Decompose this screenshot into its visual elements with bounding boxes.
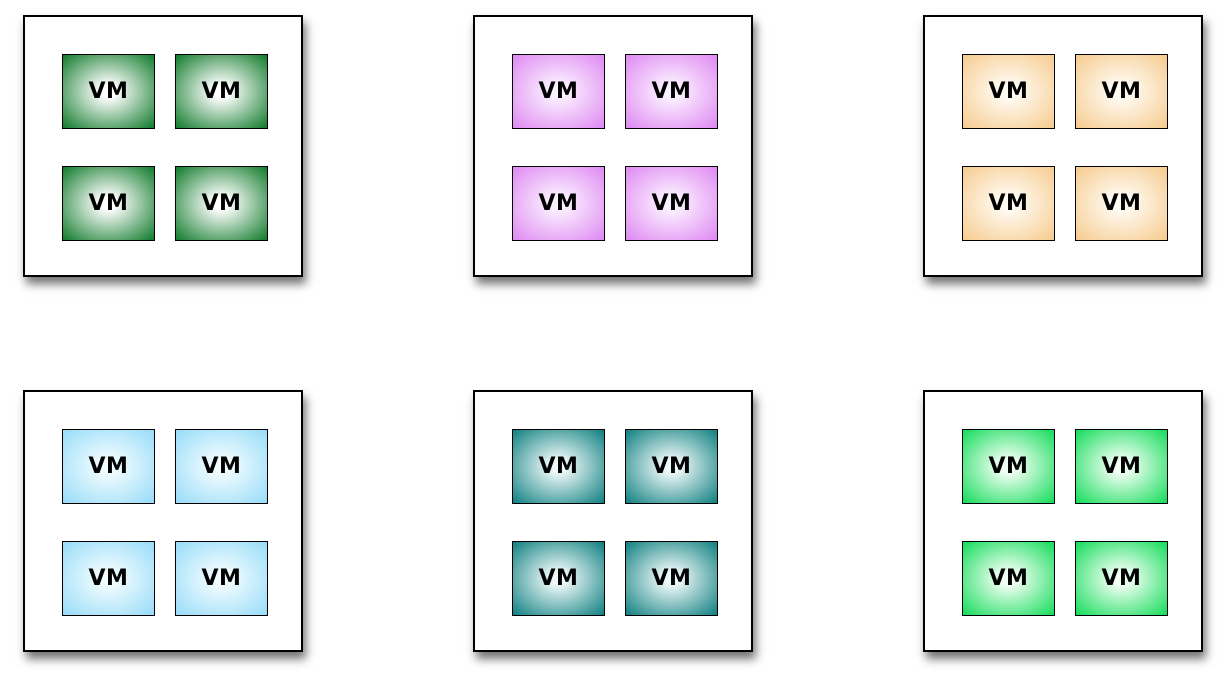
vm-box: VM xyxy=(175,429,268,504)
vm-box: VM xyxy=(625,54,718,129)
vm-box: VM xyxy=(625,429,718,504)
vm-box: VM xyxy=(175,541,268,616)
vm-box: VM xyxy=(1075,166,1168,241)
vm-box: VM xyxy=(962,54,1055,129)
vm-box: VM xyxy=(625,166,718,241)
host-box-3: VM VM VM VM xyxy=(923,15,1203,277)
vm-box: VM xyxy=(512,541,605,616)
vm-box: VM xyxy=(512,429,605,504)
vm-box: VM xyxy=(62,166,155,241)
vm-box: VM xyxy=(62,54,155,129)
vm-box: VM xyxy=(512,54,605,129)
host-box-1: VM VM VM VM xyxy=(23,15,303,277)
vm-box: VM xyxy=(625,541,718,616)
vm-box: VM xyxy=(962,541,1055,616)
host-box-6: VM VM VM VM xyxy=(923,390,1203,652)
host-box-5: VM VM VM VM xyxy=(473,390,753,652)
host-box-4: VM VM VM VM xyxy=(23,390,303,652)
vm-box: VM xyxy=(1075,54,1168,129)
vm-box: VM xyxy=(962,429,1055,504)
vm-box: VM xyxy=(512,166,605,241)
vm-box: VM xyxy=(62,541,155,616)
host-box-2: VM VM VM VM xyxy=(473,15,753,277)
vm-box: VM xyxy=(1075,429,1168,504)
vm-box: VM xyxy=(175,54,268,129)
vm-box: VM xyxy=(175,166,268,241)
vm-box: VM xyxy=(1075,541,1168,616)
vm-box: VM xyxy=(962,166,1055,241)
vm-box: VM xyxy=(62,429,155,504)
